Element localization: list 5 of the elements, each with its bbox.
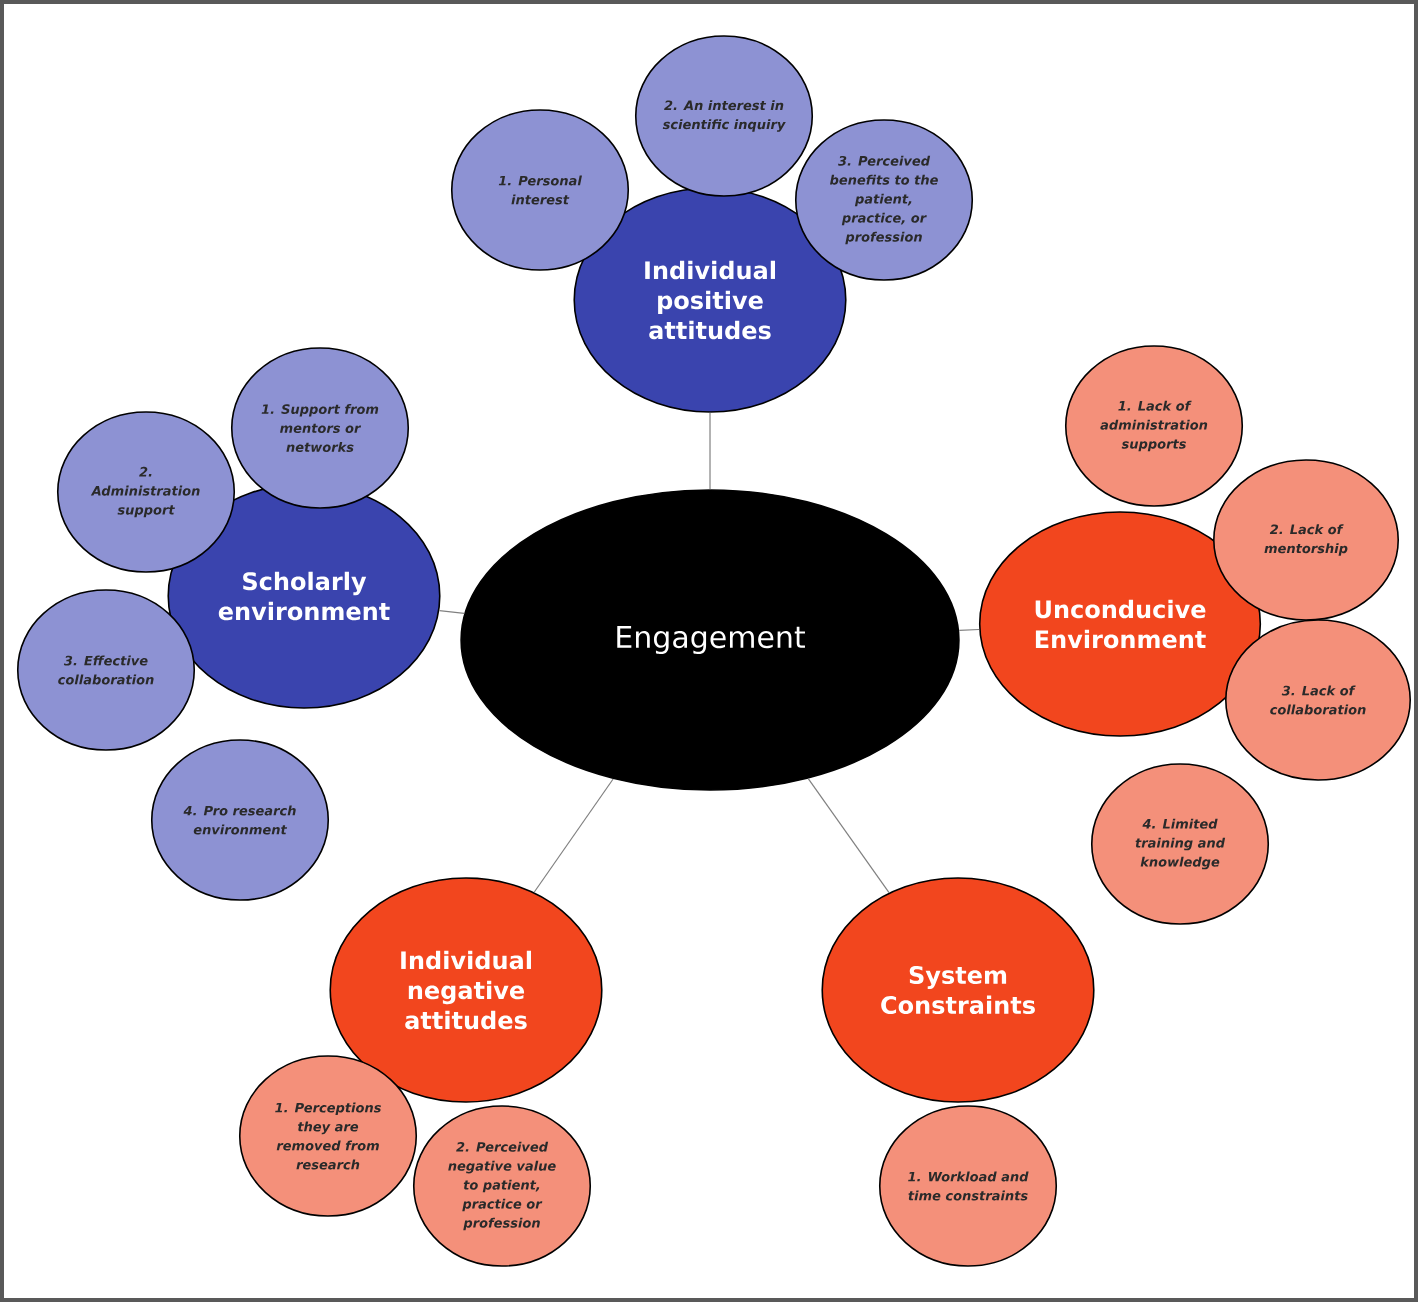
connector-line (709, 412, 711, 490)
connector-line (533, 778, 614, 893)
connector-line (438, 610, 465, 614)
connector-line (958, 628, 980, 631)
connector-line (807, 778, 890, 894)
